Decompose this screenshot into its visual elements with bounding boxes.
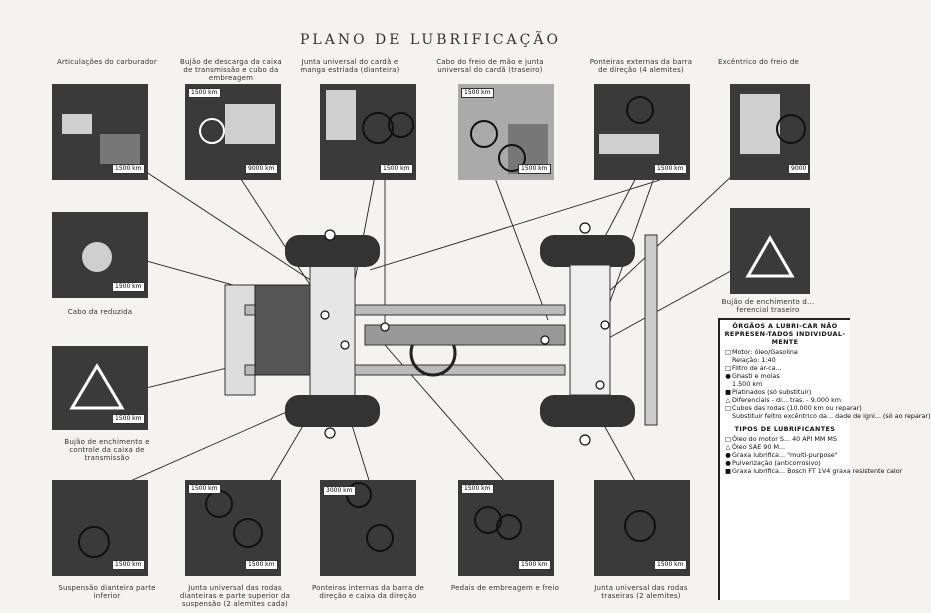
interval-label: 9000 [788,164,810,174]
photo-brake-eccentric: 9000 [730,84,810,180]
legend-symbol: □ [724,348,732,356]
caption-front-wheel-joint: Junta universal das rodas dianteiras e p… [179,584,291,608]
photo-pedals: 1500 km 1500 km [458,480,554,576]
photo-rear-wheel-joint: 1500 km [594,480,690,576]
legend-text: Relação: 1:40 [732,356,776,364]
caption-steering-inner-ends: Ponteiras internas da barra de direção e… [311,584,425,600]
legend-heading-organs: ÓRGÃOS A LUBRI-CAR NÃO REPRESEN-TADOS IN… [724,322,846,346]
legend-symbol: ■ [724,388,732,396]
interval-label: 1500 km [518,560,551,570]
legend-text: Óleo SAE 90 M... [732,443,786,451]
caption-front-cardan-joint: Junta universal do cardã e manga estriad… [300,58,400,74]
legend-items-lubricants: □Óleo do motor S... 40 API MM MS△Óleo SA… [720,435,902,475]
interval-label: 1500 km [112,282,145,292]
interval-label: 1500 km [188,484,221,494]
legend-item: □Cubos das rodas (10.000 km ou reparar) [720,404,862,412]
legend-symbol: ● [725,372,731,380]
photo-transmission-drain: 1500 km 9000 km [185,84,281,180]
photo-reduction-cable: 1500 km [52,212,148,298]
interval-label: 1500 km [112,164,145,174]
legend-item: ■Platinados (só substituir) [720,388,850,396]
photo-front-wheel-joint: 1500 km 1500 km [185,480,281,576]
page-title: PLANO DE LUBRIFICAÇÃO [300,32,561,48]
legend-box: ÓRGÃOS A LUBRI-CAR NÃO REPRESEN-TADOS IN… [718,318,931,600]
legend-text: Pulverização (anticorrosivo) [732,459,821,467]
interval-label: 1500 km [245,560,278,570]
photo-front-cardan-joint: 1500 km [320,84,416,180]
legend-text: Graxa lubrifica... "multi-purpose" [732,451,838,459]
caption-handbrake-cable: Cabo do freio de mão e junta universal d… [436,58,544,74]
legend-text: Cubos das rodas (10.000 km ou reparar) [732,404,862,412]
caption-front-suspension: Suspensão dianteira parte inferior [58,584,156,600]
legend-symbol: □ [724,364,732,372]
legend-text: Motor: óleo/Gasolina [732,348,798,356]
legend-item: ●Ghasti e molas [720,372,850,380]
interval-label: 1500 km [518,164,551,174]
legend-text: Ghasti e molas [732,372,780,380]
legend-text: Filtro de ar-ca... [732,364,782,372]
photo-front-suspension: 1500 km [52,480,148,576]
legend-item: □Óleo do motor S... 40 API MM MS [720,435,850,443]
legend-item: Relação: 1:40 [720,356,850,364]
chassis-diagram [224,222,658,446]
interval-label: 1500 km [380,164,413,174]
legend-symbol: △ [725,396,731,404]
caption-pedals: Pedais de embreagem e freio [450,584,560,592]
legend-item: ●Graxa lubrifica... "multi-purpose" [720,451,850,459]
caption-carburetor-linkage: Articulações do carburador [56,58,157,66]
legend-item: △Óleo SAE 90 M... [720,443,850,451]
caption-reduction-cable: Cabo da reduzida [67,308,133,316]
interval-label: 9000 km [245,164,278,174]
legend-symbol: ■ [724,467,732,475]
caption-transmission-fill: Bujão de enchimento e controle da caixa … [64,438,150,462]
legend-symbol: □ [724,404,732,412]
legend-text: Graxa lubrifica... Bosch FT 1V4 graxa re… [732,467,903,475]
photo-steering-inner-ends: 3000 km [320,480,416,576]
legend-item: □Filtro de ar-ca... [720,364,850,372]
legend-text: Platinados (só substituir) [732,388,812,396]
legend-item: □Motor: óleo/Gasolina [720,348,850,356]
legend-symbol: ● [725,459,731,467]
legend-symbol: □ [724,435,732,443]
legend-text: 1.500 km [732,380,763,388]
photo-steering-outer-ends: 1500 km [594,84,690,180]
interval-label: 1500 km [112,414,145,424]
legend-symbol: ● [725,451,731,459]
caption-steering-outer-ends: Ponteiras externas da barra de direção (… [589,58,693,74]
interval-label: 3000 km [323,486,356,496]
caption-brake-eccentric: Excêntrico do freio de [718,58,800,66]
interval-label: 1500 km [188,88,221,98]
photo-rear-differential-fill [730,208,810,294]
interval-label: 1500 km [654,560,687,570]
interval-label: 1500 km [112,560,145,570]
interval-label: 1500 km [461,88,494,98]
legend-item: △Diferenciais - di... tras. - 9.000 km [720,396,850,404]
legend-heading-lubricants: TIPOS DE LUBRIFICANTES [734,425,836,433]
caption-rear-wheel-joint: Junta universal das rodas traseiras (2 a… [594,584,688,600]
photo-handbrake-cable: 1500 km 1500 km [458,84,554,180]
photo-carburetor-linkage: 1500 km [52,84,148,180]
legend-text: Diferenciais - di... tras. - 9.000 km [732,396,842,404]
interval-label: 1500 km [654,164,687,174]
legend-item: ●Pulverização (anticorrosivo) [720,459,850,467]
legend-item: ■Graxa lubrifica... Bosch FT 1V4 graxa r… [720,467,902,475]
caption-transmission-drain: Bujão de descarga da caixa de transmissã… [180,58,282,82]
legend-item: Substituir feltro excêntrico da... dade … [720,412,931,420]
legend-text: Substituir feltro excêntrico da... dade … [732,412,931,420]
photo-transmission-fill: 1500 km [52,346,148,430]
interval-label: 1500 km [461,484,494,494]
legend-symbol: △ [725,443,731,451]
legend-item: 1.500 km [720,380,850,388]
legend-text: Óleo do motor S... 40 API MM MS [732,435,838,443]
caption-rear-differential-fill: Bujão de enchimento d... ferencial trase… [721,298,815,314]
